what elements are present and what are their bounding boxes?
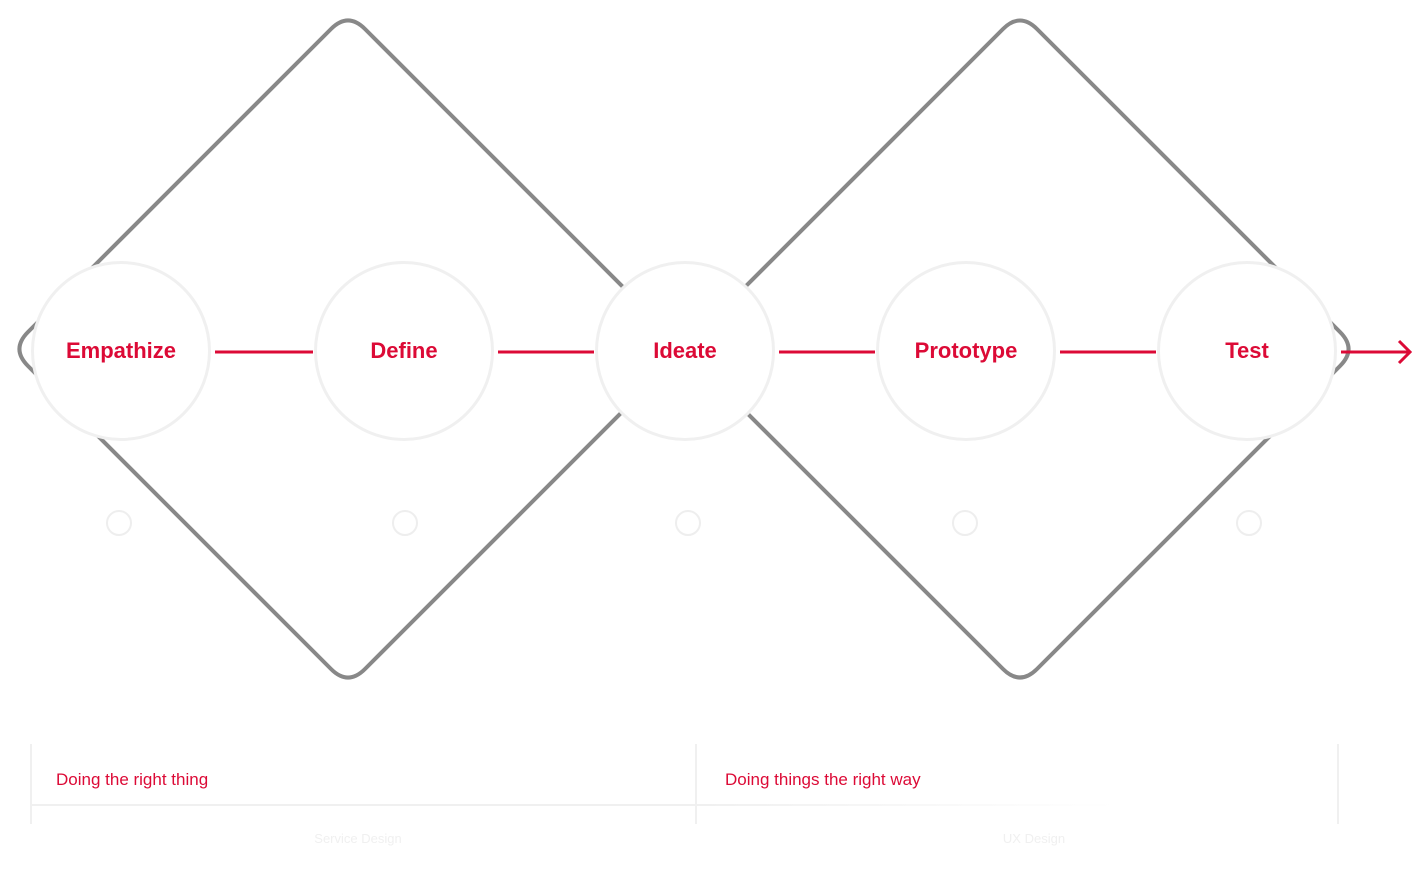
phase-prototype[interactable]: Prototype <box>876 261 1056 441</box>
footer-divider <box>30 744 32 824</box>
phase-empathize[interactable]: Empathize <box>31 261 211 441</box>
phase-ideate[interactable]: Ideate <box>595 261 775 441</box>
phase-marker <box>675 510 701 536</box>
phase-label: Define <box>370 338 438 363</box>
service-design-label: Service Design <box>314 831 402 846</box>
phase-marker <box>106 510 132 536</box>
ux-design-label: UX Design <box>1002 831 1066 846</box>
phase-marker <box>1236 510 1262 536</box>
phase-marker <box>392 510 418 536</box>
footer-rule <box>30 804 697 806</box>
phase-label: Prototype <box>914 338 1018 363</box>
service-design-heading: Doing the right thing <box>56 770 209 789</box>
left-diamond <box>17 18 679 680</box>
footer-divider <box>695 744 697 824</box>
phase-label: Test <box>1225 338 1269 363</box>
footer-rule <box>697 804 1117 806</box>
ux-design-heading: Doing things the right way <box>725 770 921 789</box>
phase-label: Empathize <box>65 338 177 363</box>
phase-test[interactable]: Test <box>1157 261 1337 441</box>
phase-label: Ideate <box>653 338 717 363</box>
footer-divider <box>1337 744 1339 824</box>
phase-marker <box>952 510 978 536</box>
phase-define[interactable]: Define <box>314 261 494 441</box>
arrow-head-icon <box>1397 339 1413 365</box>
